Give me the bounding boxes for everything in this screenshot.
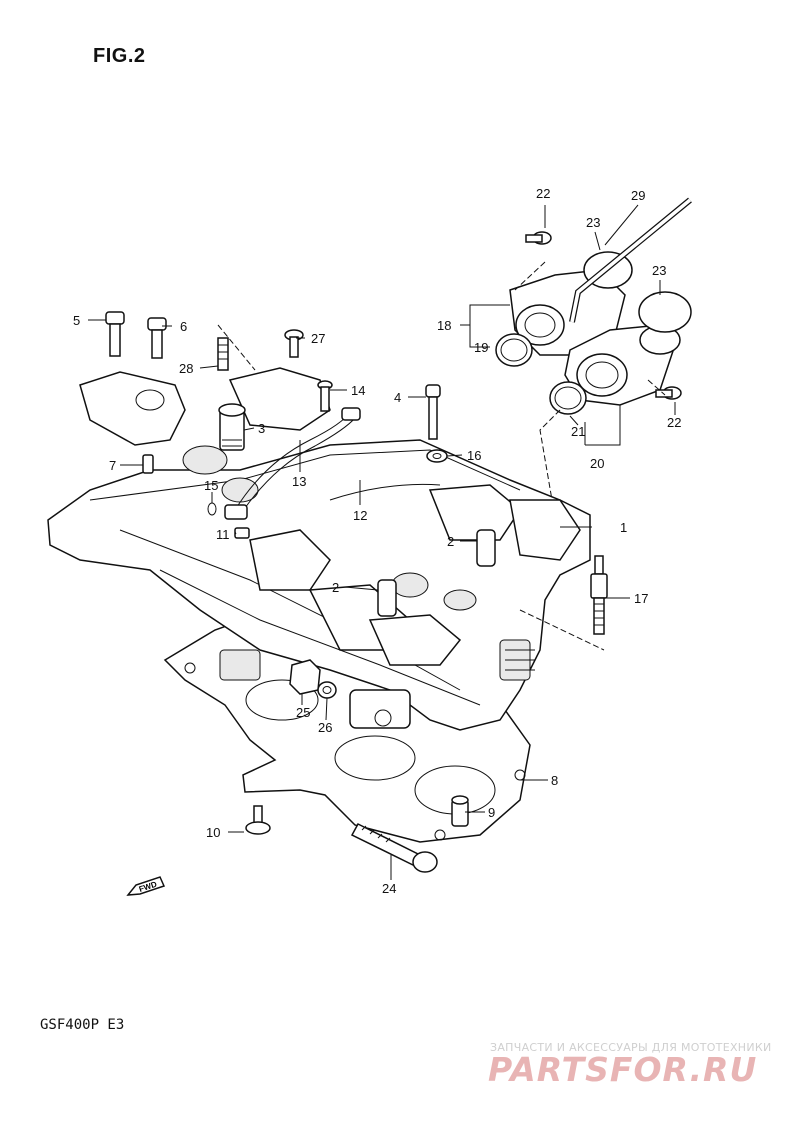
- model-label: GSF400P E3: [40, 1017, 125, 1033]
- callout-leaders: [88, 204, 676, 880]
- washer-26: [317, 681, 337, 699]
- callout-23-left: 23: [586, 215, 600, 230]
- callout-13: 13: [292, 474, 306, 489]
- callout-19: 19: [474, 340, 488, 355]
- plug-11: [234, 527, 250, 539]
- callout-17: 17: [634, 591, 648, 606]
- oil-pipe: [234, 411, 351, 511]
- callout-18: 18: [437, 318, 451, 333]
- valve-lifter-center: [377, 579, 397, 617]
- callout-26: 26: [318, 720, 332, 735]
- callout-1: 1: [620, 520, 627, 535]
- callout-5: 5: [73, 313, 80, 328]
- callout-27: 27: [311, 331, 325, 346]
- oil-pipe-branch: [329, 483, 441, 501]
- callout-22-bottom: 22: [667, 415, 681, 430]
- callout-29: 29: [631, 188, 645, 203]
- o-ring-19-inner: [500, 338, 528, 362]
- callout-16: 16: [467, 448, 481, 463]
- forward-direction-arrow: FWD: [126, 876, 166, 896]
- screw-22-top: [525, 231, 552, 245]
- callout-numbers: 1 2 2 3 4 5 6 7 8 9 10 11 12 13 14 15 16…: [73, 186, 681, 896]
- callout-12: 12: [353, 508, 367, 523]
- callout-22-top: 22: [536, 186, 550, 201]
- callout-21: 21: [571, 424, 585, 439]
- callout-6: 6: [180, 319, 187, 334]
- callout-23-right: 23: [652, 263, 666, 278]
- callout-7: 7: [109, 458, 116, 473]
- washer-16: [426, 449, 448, 463]
- callout-8: 8: [551, 773, 558, 788]
- bolt-4: [425, 384, 441, 440]
- camshaft-holder-left: [79, 367, 331, 446]
- temperature-sensor: [218, 403, 246, 451]
- oil-pipe-union-top: [341, 407, 361, 421]
- bolt-10: [245, 805, 271, 835]
- valve-lifter-right: [476, 529, 496, 567]
- vacuum-hose-inner: [570, 198, 692, 323]
- callout-3: 3: [258, 421, 265, 436]
- bolt-5: [105, 311, 125, 357]
- bolt-6: [147, 317, 167, 359]
- bolt-24: [350, 823, 438, 873]
- callout-14: 14: [351, 383, 365, 398]
- oil-pipe-outline: [239, 417, 356, 516]
- alignment-leaders: [217, 261, 666, 651]
- callout-4: 4: [394, 390, 401, 405]
- oil-pipe-union-bolt: [224, 504, 248, 520]
- o-ring-21-inner: [554, 386, 582, 410]
- bolt-14: [317, 380, 333, 412]
- watermark-logo: PARTSFOR.RU: [488, 1050, 758, 1089]
- figure-title: FIG.2: [93, 45, 146, 67]
- intake-pipe-right: [564, 324, 681, 406]
- callout-25: 25: [296, 705, 310, 720]
- callout-28: 28: [179, 361, 193, 376]
- nut-25: [289, 659, 321, 695]
- screw-27: [284, 329, 304, 358]
- callout-20: 20: [590, 456, 604, 471]
- watermark-tagline: ЗАПЧАСТИ И АКСЕССУАРЫ ДЛЯ МОТОТЕХНИКИ: [490, 1041, 772, 1054]
- callout-10: 10: [206, 825, 220, 840]
- callout-15: 15: [204, 478, 218, 493]
- washer-16-hole: [432, 453, 442, 459]
- dowel-pin-7: [142, 454, 154, 474]
- stud-28: [217, 337, 229, 371]
- callout-9: 9: [488, 805, 495, 820]
- callout-11: 11: [216, 527, 230, 542]
- callout-2-center: 2: [332, 580, 339, 595]
- clamp-23-right: [638, 291, 692, 333]
- dowel-pin-9: [451, 795, 469, 827]
- callout-24: 24: [382, 881, 396, 896]
- spark-plug: [590, 555, 608, 635]
- callout-2-right: 2: [447, 534, 454, 549]
